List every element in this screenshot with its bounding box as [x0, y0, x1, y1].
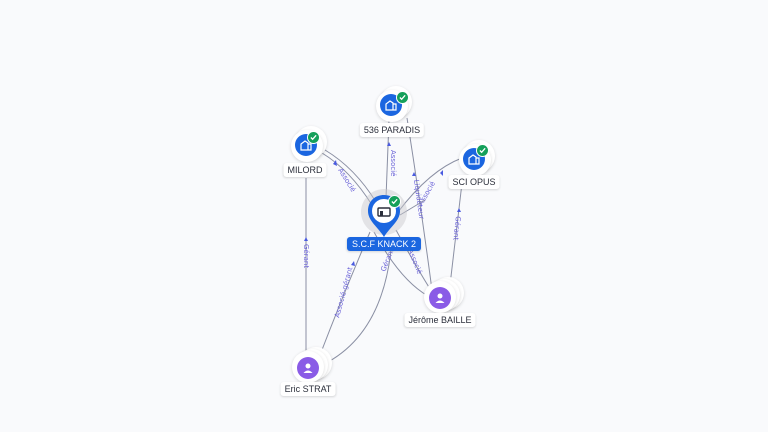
node-label: Eric STRAT: [280, 382, 336, 396]
edge-label-paradis-scf: Associé: [389, 150, 397, 176]
edge-opus-baille: [449, 182, 463, 286]
arrow-icon: [440, 170, 443, 176]
verified-check-icon: [396, 91, 409, 104]
verified-check-icon: [476, 144, 489, 157]
edge-paradis-baille: [406, 117, 433, 291]
arrow-icon: [333, 160, 337, 166]
edge-milord-scf-2: [324, 149, 377, 203]
edge-label-paradis-baille: Liquidateur: [412, 179, 425, 220]
arrow-icon: [457, 208, 461, 212]
edge-inner: [399, 199, 426, 216]
edge-opus-scf: [397, 157, 463, 213]
edge-scf-strat-2: [327, 239, 393, 363]
arrow-icon: [387, 142, 391, 146]
edge-label-scf-baille-associe: Associé: [406, 248, 423, 276]
edge-label-scf-baille-gerant: Gérant: [379, 247, 396, 273]
person-icon: [297, 357, 319, 379]
verified-check-icon: [307, 131, 320, 144]
arrow-icon: [412, 172, 416, 176]
node-label: SCI OPUS: [448, 175, 500, 189]
edge-milord-scf: [321, 152, 373, 206]
edge-label-scf-strat: Associé-gérant: [333, 266, 354, 319]
arrow-icon: [304, 237, 308, 241]
node-label: S.C.F KNACK 2: [346, 237, 422, 251]
node-label: Jérôme BAILLE: [404, 313, 476, 327]
verified-check-icon: [388, 195, 401, 208]
node-label: MILORD: [283, 163, 327, 177]
edge-label-milord-strat: Gérant: [302, 244, 310, 268]
node-label: 536 PARADIS: [359, 123, 425, 137]
edge-label-opus-baille: Gérant: [451, 216, 461, 241]
person-icon: [429, 287, 451, 309]
arrow-icon: [351, 261, 355, 266]
